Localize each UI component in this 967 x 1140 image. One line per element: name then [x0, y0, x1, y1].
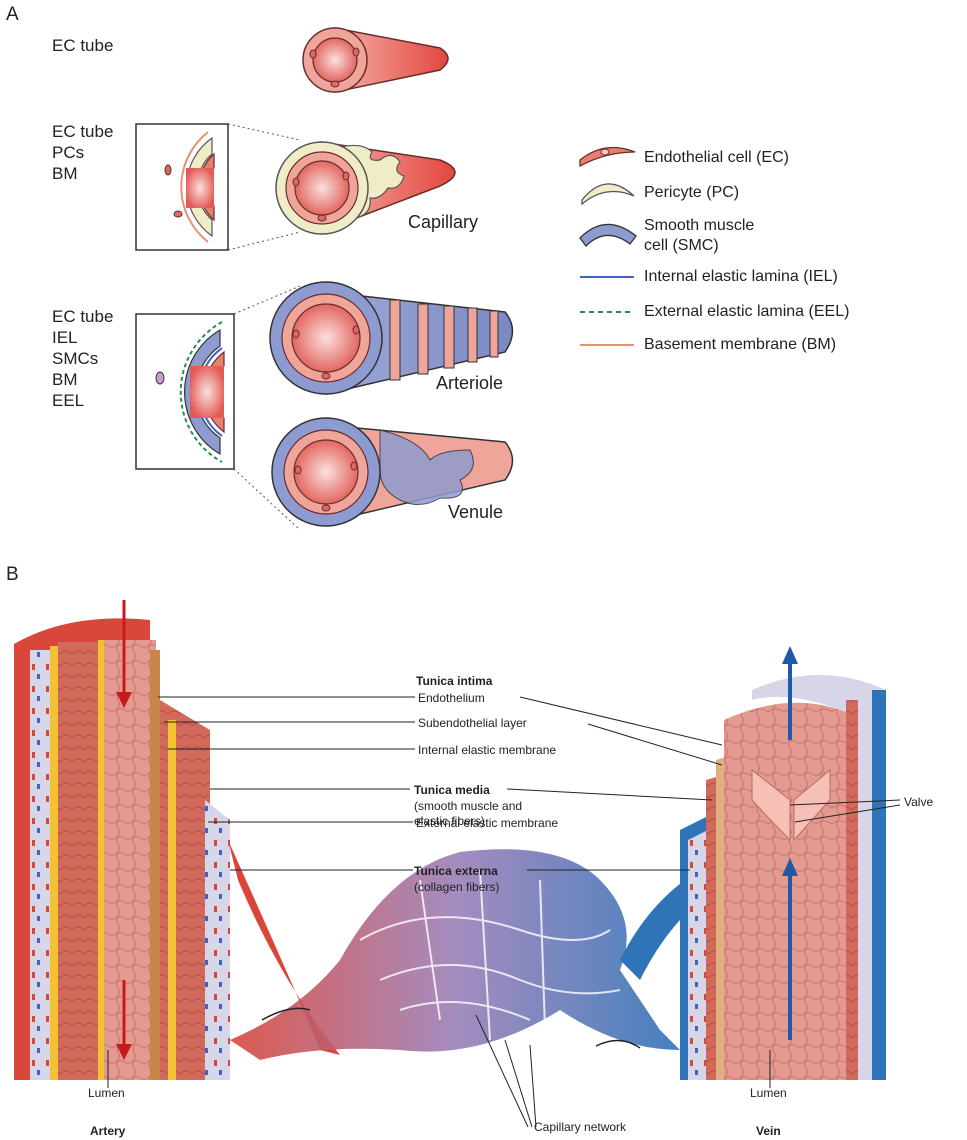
artery-label: Artery [90, 1124, 125, 1138]
vein-drawing [680, 646, 886, 1080]
capillary-network-label: Capillary network [534, 1120, 626, 1134]
lumen-right-label: Lumen [750, 1086, 787, 1100]
externa-desc-label: (collagen fibers) [414, 880, 499, 894]
lumen-left-label: Lumen [88, 1086, 125, 1100]
media-desc-line1: (smooth muscle and [414, 799, 522, 813]
external-elastic-label: External elastic membrane [416, 816, 558, 830]
tunica-intima-label: Tunica intima [416, 674, 492, 688]
tunica-media-label: Tunica media [414, 783, 490, 797]
vein-label: Vein [756, 1124, 781, 1138]
valve-label: Valve [904, 795, 933, 809]
internal-elastic-label: Internal elastic membrane [418, 743, 556, 757]
vein-outflow-arrow-head [782, 646, 798, 664]
tunica-externa-label: Tunica externa [414, 864, 498, 878]
endothelium-label: Endothelium [418, 691, 485, 705]
subendothelial-label: Subendothelial layer [418, 716, 527, 730]
